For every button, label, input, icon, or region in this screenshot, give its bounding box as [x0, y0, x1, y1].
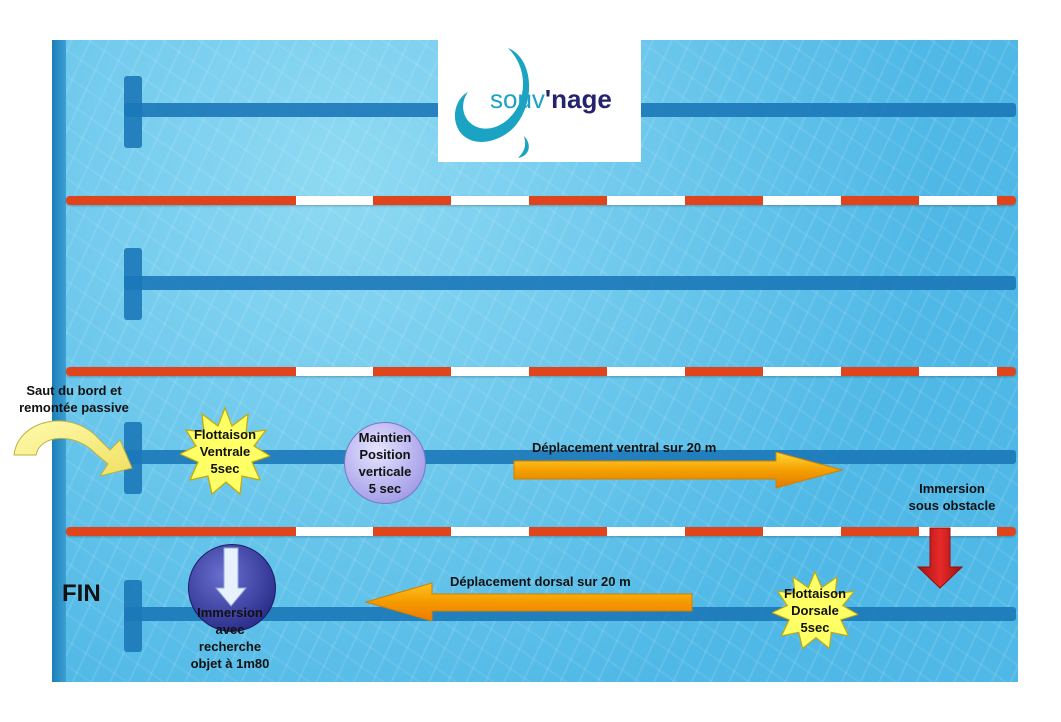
start-label-line2: remontée passive: [19, 400, 129, 415]
curved-arrow-icon: [13, 420, 133, 477]
immersion-recherche-line3: recherche: [198, 639, 262, 654]
lane-rope-2: [66, 367, 1016, 376]
start-label-line1: Saut du bord et: [26, 383, 122, 398]
deplacement-dorsal-label: Déplacement dorsal sur 20 m: [450, 574, 631, 589]
maintien-circle: Maintien Position verticale 5 sec: [344, 422, 426, 504]
dorsal-arrow-icon: [364, 582, 693, 622]
logo-apostrophe: ': [544, 84, 552, 114]
down-arrow-icon: [916, 527, 964, 589]
starburst-shape: [180, 406, 270, 496]
flottaison-ventrale-star: Flottaison Ventrale 5sec: [180, 406, 270, 496]
maintien-line3: verticale: [358, 464, 412, 479]
starburst-shape: [772, 570, 858, 650]
fin-label: FIN: [62, 580, 101, 607]
immersion-recherche-line4: objet à 1m80: [190, 656, 270, 671]
immersion-obstacle-label: Immersion sous obstacle: [892, 480, 1012, 514]
immersion-obstacle-line2: sous obstacle: [908, 498, 996, 513]
deplacement-ventral-label: Déplacement ventral sur 20 m: [532, 440, 717, 455]
logo-text-right: nage: [551, 84, 612, 114]
start-label: Saut du bord et remontée passive: [0, 382, 148, 416]
flottaison-dorsale-line2: Dorsale: [791, 602, 839, 618]
logo-text-left: souv: [490, 84, 545, 114]
flottaison-dorsale-line3: 5sec: [800, 619, 830, 635]
immersion-obstacle-line1: Immersion: [919, 481, 985, 496]
flottaison-ventrale-line1: Flottaison: [193, 426, 257, 442]
maintien-line2: Position: [359, 447, 411, 462]
ventral-arrow-icon: [513, 451, 844, 489]
pool-wall: [52, 40, 66, 682]
lane-marking-2: [124, 276, 1016, 290]
maintien-line4: 5 sec: [368, 481, 402, 496]
immersion-recherche-line1: Immersion: [197, 605, 263, 620]
sauv-nage-logo: souv'nage: [438, 40, 641, 162]
lane-rope-3: [66, 527, 1016, 536]
immersion-recherche-label: Immersion avec recherche objet à 1m80: [170, 604, 290, 672]
lane-rope-1: [66, 196, 1016, 205]
flottaison-ventrale-line3: 5sec: [210, 460, 240, 476]
logo-swirl-icon: [454, 48, 530, 158]
immersion-recherche-line2: avec: [215, 622, 245, 637]
flottaison-dorsale-line1: Flottaison: [783, 585, 847, 601]
maintien-line1: Maintien: [358, 430, 412, 445]
flottaison-dorsale-star: Flottaison Dorsale 5sec: [772, 570, 858, 650]
flottaison-ventrale-line2: Ventrale: [199, 443, 251, 459]
